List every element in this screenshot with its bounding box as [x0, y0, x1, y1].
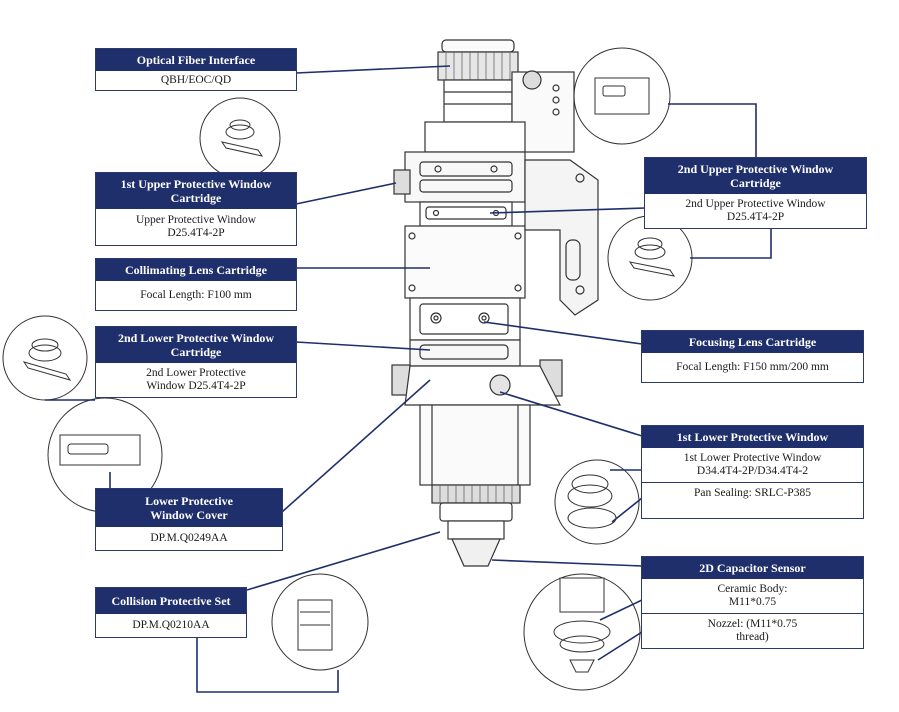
laser-head-drawing [391, 39, 599, 567]
label-second-upper-window: 2nd Upper Protective Window Cartridge 2n… [644, 157, 867, 229]
label-title: Optical Fiber Interface [96, 49, 296, 71]
label-title: Collimating Lens Cartridge [96, 259, 296, 281]
label-title: 2nd Upper Protective Window Cartridge [645, 158, 866, 194]
label-line: Nozzel: (M11*0.75 thread) [642, 613, 863, 648]
label-line: QBH/EOC/QD [160, 74, 232, 86]
label-line: DP.M.Q0249AA [150, 532, 228, 544]
label-line: 1st Lower Protective Window D34.4T4-2P/D… [683, 452, 822, 477]
label-first-lower-window: 1st Lower Protective Window 1st Lower Pr… [641, 425, 864, 519]
label-optical-fiber-interface: Optical Fiber Interface QBH/EOC/QD [95, 48, 297, 91]
label-line: Pan Sealing: SRLC-P385 [642, 482, 863, 518]
label-second-lower-window: 2nd Lower Protective Window Cartridge 2n… [95, 326, 297, 398]
label-title: 2nd Lower Protective Window Cartridge [96, 327, 296, 363]
label-title: 1st Upper Protective Window Cartridge [96, 173, 296, 209]
label-title: Lower Protective Window Cover [96, 489, 282, 527]
label-line: Upper Protective Window D25.4T4-2P [135, 214, 257, 239]
label-capacitor-sensor: 2D Capacitor Sensor Ceramic Body: M11*0.… [641, 556, 864, 649]
label-title: 1st Lower Protective Window [642, 426, 863, 448]
label-lower-window-cover: Lower Protective Window Cover DP.M.Q0249… [95, 488, 283, 551]
label-line: 2nd Lower Protective Window D25.4T4-2P [146, 367, 246, 392]
label-line: DP.M.Q0210AA [132, 619, 210, 631]
label-title: Focusing Lens Cartridge [642, 331, 863, 353]
label-title: Collision Protective Set [96, 588, 246, 614]
label-collimating-lens: Collimating Lens Cartridge Focal Length:… [95, 258, 297, 311]
label-collision-protective-set: Collision Protective Set DP.M.Q0210AA [95, 587, 247, 638]
label-line: Ceramic Body: M11*0.75 [717, 583, 788, 608]
label-line: Focal Length: F100 mm [140, 289, 252, 301]
label-title: 2D Capacitor Sensor [642, 557, 863, 579]
label-focusing-lens: Focusing Lens Cartridge Focal Length: F1… [641, 330, 864, 383]
leader-lines [45, 65, 772, 693]
label-line: 2nd Upper Protective Window D25.4T4-2P [685, 198, 826, 223]
label-first-upper-window: 1st Upper Protective Window Cartridge Up… [95, 172, 297, 246]
label-line: Focal Length: F150 mm/200 mm [676, 361, 829, 373]
